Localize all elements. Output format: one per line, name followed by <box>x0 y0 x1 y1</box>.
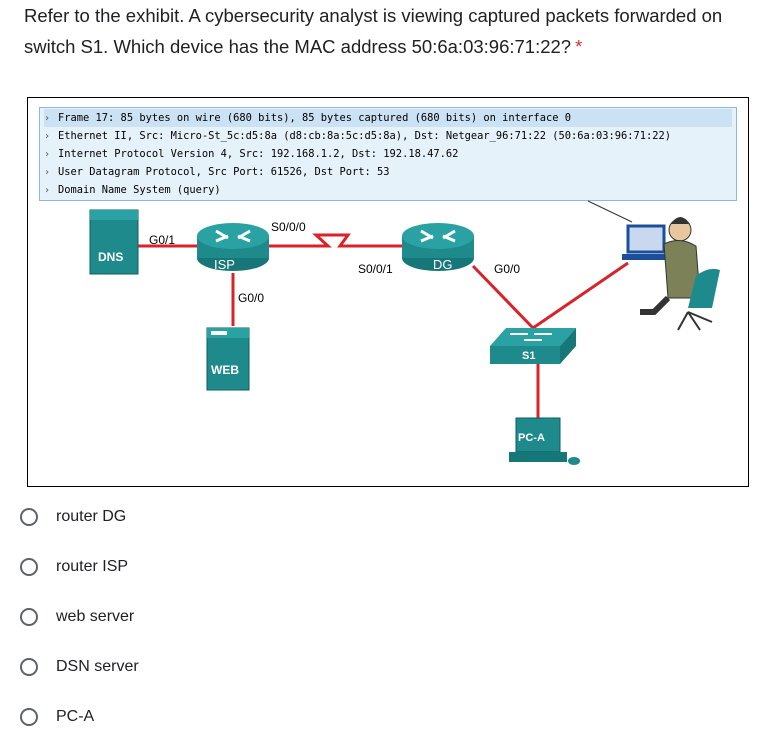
packet-row-dns[interactable]: ›Domain Name System (query) <box>44 181 732 199</box>
option-web-server[interactable]: web server <box>20 597 320 637</box>
dns-server-icon <box>89 209 139 275</box>
label-dg-s001: S0/0/1 <box>358 262 393 276</box>
expand-chevron-icon: › <box>44 113 51 124</box>
packet-row-udp[interactable]: ›User Datagram Protocol, Src Port: 61526… <box>44 163 732 181</box>
dg-label: DG <box>433 257 453 272</box>
expand-chevron-icon: › <box>44 185 51 196</box>
radio-button[interactable] <box>20 608 38 626</box>
label-isp-g00: G0/0 <box>238 291 264 305</box>
switch-s1-icon <box>490 328 576 364</box>
radio-button[interactable] <box>20 708 38 726</box>
radio-button[interactable] <box>20 658 38 676</box>
option-dsn-server[interactable]: DSN server <box>20 647 320 687</box>
callout-line <box>587 200 633 223</box>
label-isp-g01: G0/1 <box>149 233 175 247</box>
pca-label: PC-A <box>518 432 545 444</box>
label-dg-g00: G0/0 <box>494 262 520 276</box>
option-pc-a[interactable]: PC-A <box>20 697 320 737</box>
pc-a-icon <box>509 417 580 465</box>
link-s1-analyst <box>532 261 629 330</box>
packet-row-ipv4[interactable]: ›Internet Protocol Version 4, Src: 192.1… <box>44 145 732 163</box>
packet-details-pane: ›Frame 17: 85 bytes on wire (680 bits), … <box>39 107 737 201</box>
label-isp-s000: S0/0/0 <box>271 220 306 234</box>
link-isp-dg-serial <box>268 233 403 248</box>
web-label: WEB <box>211 363 239 377</box>
network-topology-diagram: DNS WEB ISP DG <box>89 200 720 465</box>
packet-row-ethernet[interactable]: ›Ethernet II, Src: Micro-St_5c:d5:8a (d8… <box>44 127 732 145</box>
dg-router-icon <box>402 223 474 271</box>
exhibit-image: ›Frame 17: 85 bytes on wire (680 bits), … <box>27 97 749 487</box>
dns-label: DNS <box>98 250 123 264</box>
packet-row-frame[interactable]: ›Frame 17: 85 bytes on wire (680 bits), … <box>44 109 732 127</box>
option-router-isp[interactable]: router ISP <box>20 547 320 587</box>
web-server-icon <box>206 327 250 391</box>
radio-button[interactable] <box>20 508 38 526</box>
radio-button[interactable] <box>20 558 38 576</box>
link-dg-s1 <box>471 264 535 330</box>
expand-chevron-icon: › <box>44 167 51 178</box>
s1-label: S1 <box>522 350 535 362</box>
question-body: Refer to the exhibit. A cybersecurity an… <box>24 5 723 57</box>
analyst-workstation-icon <box>622 217 720 331</box>
required-marker: * <box>575 36 583 57</box>
isp-label: ISP <box>214 257 235 272</box>
isp-router-icon <box>197 223 269 271</box>
question-text: Refer to the exhibit. A cybersecurity an… <box>24 0 764 62</box>
expand-chevron-icon: › <box>44 149 51 160</box>
expand-chevron-icon: › <box>44 131 51 142</box>
option-router-dg[interactable]: router DG <box>20 497 320 537</box>
